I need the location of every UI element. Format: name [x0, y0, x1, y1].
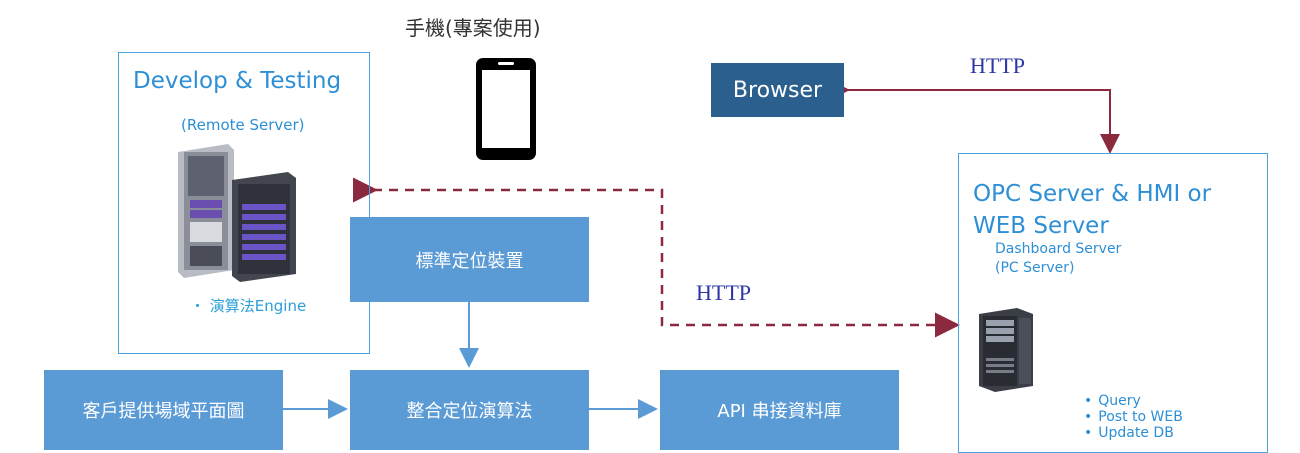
pc-server-label: (PC Server): [995, 260, 1075, 276]
list-item: Update DB: [1084, 425, 1183, 441]
dashboard-server-label: Dashboard Server: [995, 241, 1122, 257]
list-item: Query: [1084, 393, 1183, 409]
http-label-middle: HTTP: [696, 280, 751, 305]
develop-testing-title: Develop & Testing: [133, 68, 342, 94]
opc-functions-list: Query Post to WEB Update DB: [1084, 393, 1183, 441]
phone-caption: 手機(專案使用): [405, 16, 541, 40]
http-label-top: HTTP: [970, 53, 1025, 78]
remote-server-label: (Remote Server): [181, 116, 305, 134]
algorithm-engine-item: ・ 演算法Engine: [190, 297, 307, 315]
rack-server-icon: [178, 144, 296, 282]
browser-box: Browser: [711, 63, 844, 117]
browser-opc-connector: [830, 80, 1120, 154]
customer-floorplan-box: 客戶提供場域平面圖: [44, 370, 283, 450]
opc-title-line1: OPC Server & HMI or: [973, 181, 1212, 207]
tower-server-icon: [979, 308, 1033, 392]
list-item: Post to WEB: [1084, 409, 1183, 425]
smartphone-icon: [476, 58, 536, 160]
integrated-algorithm-box: 整合定位演算法: [350, 370, 589, 450]
opc-server-title: OPC Server & HMI or WEB Server: [973, 178, 1263, 242]
develop-testing-panel: [118, 52, 370, 354]
standard-positioning-device-box: 標準定位裝置: [350, 217, 589, 302]
opc-title-line2: WEB Server: [973, 213, 1109, 239]
api-database-box: API 串接資料庫: [660, 370, 899, 450]
dashed-http-connector: [353, 177, 960, 338]
